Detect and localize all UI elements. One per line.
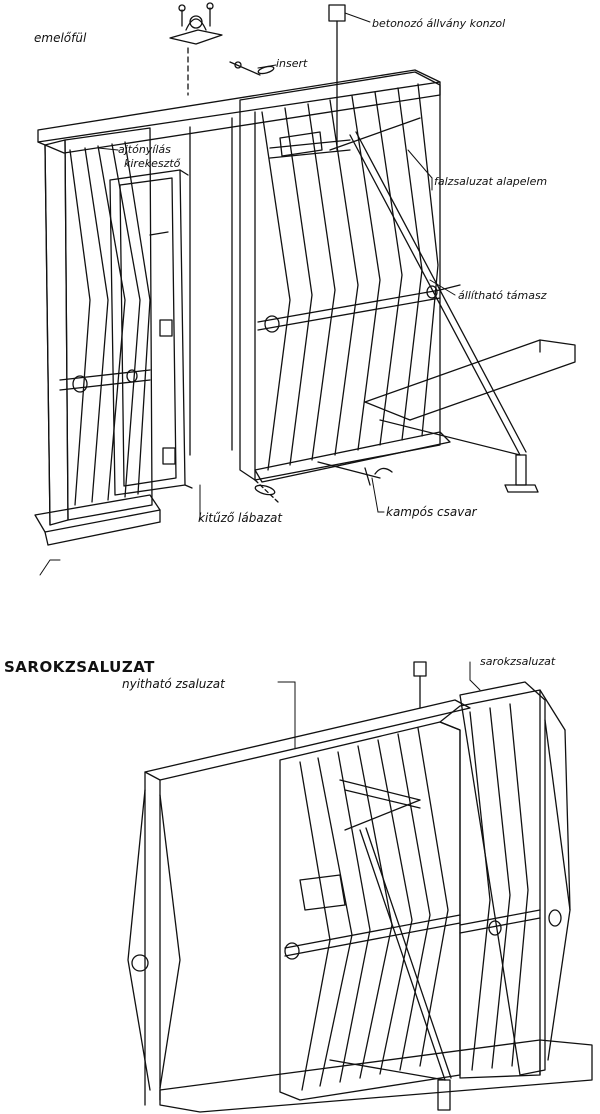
insert-label: insert	[276, 57, 308, 70]
corner-prop	[329, 827, 452, 1111]
door-blockout	[109, 169, 193, 496]
leader-lines	[39, 12, 456, 576]
wall-formwork-figure	[34, 2, 576, 576]
corner-formwork-figure	[127, 661, 593, 1113]
lifting-eye-icon	[169, 2, 223, 96]
opening-formwork-label: nyitható zsaluzat	[122, 677, 225, 691]
main-panel	[239, 71, 451, 483]
top-rail	[37, 69, 441, 154]
hook-bolt-label: kampós csavar	[386, 505, 477, 519]
lifting-eye-label: emelőfül	[34, 31, 87, 45]
adjustable-prop	[329, 117, 539, 493]
corner-formwork-label: sarokzsaluzat	[480, 655, 556, 668]
alignment-base-label: kitűző lábazat	[198, 511, 283, 525]
insert-icon	[229, 61, 275, 76]
corner-post	[413, 661, 427, 709]
adjustable-prop-label: állítható támasz	[458, 289, 547, 302]
hook-bolt-icon	[317, 461, 393, 486]
concreting-bracket-label: betonozó állvány konzol	[372, 17, 506, 30]
wall-formwork-label: falzsaluzat alapelem	[434, 175, 548, 188]
corner-formwork-title: SAROKZSALUZAT	[4, 658, 155, 676]
opening-panel	[127, 699, 471, 1106]
floor-beam	[364, 339, 576, 421]
concreting-bracket-post	[328, 4, 346, 151]
bottom-beam	[159, 1039, 593, 1113]
corner-element	[459, 681, 571, 1076]
alignment-pin-icon	[254, 479, 279, 503]
left-panel	[34, 127, 161, 546]
door-opening-label: ajtónyílás	[118, 143, 171, 156]
corner-leader-lines	[277, 661, 481, 749]
blockout-label: kirekesztő	[124, 157, 181, 170]
